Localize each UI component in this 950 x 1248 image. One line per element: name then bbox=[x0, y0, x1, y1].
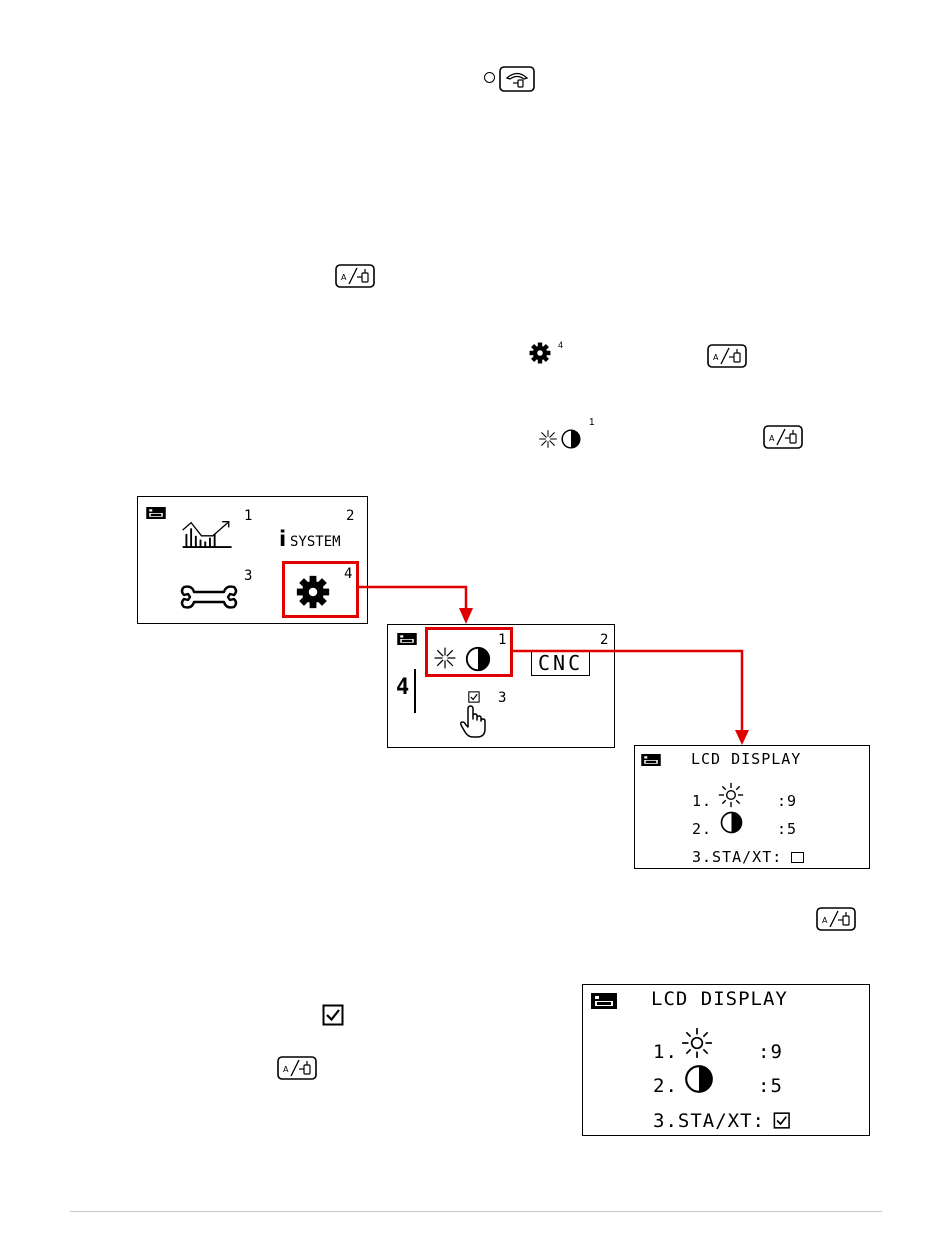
brightness-icon bbox=[681, 1027, 713, 1059]
lcd-display-screen-large: LCD DISPLAY 1. :9 2. :5 3.STA/XT: bbox=[582, 984, 870, 1136]
checkbox-icon bbox=[322, 1004, 346, 1026]
row2-value: :5 bbox=[758, 1075, 783, 1097]
footer-rule bbox=[70, 1211, 882, 1212]
row1-prefix: 1. bbox=[653, 1041, 678, 1063]
screen-indicator-icon bbox=[591, 993, 617, 1009]
row2-prefix: 2. bbox=[653, 1075, 678, 1097]
lcd-title: LCD DISPLAY bbox=[651, 988, 788, 1010]
enter-key-icon bbox=[815, 907, 857, 931]
checkbox-icon bbox=[773, 1112, 792, 1129]
contrast-icon bbox=[683, 1063, 715, 1095]
enter-key-icon bbox=[276, 1056, 318, 1080]
row3-label: 3.STA/XT: bbox=[653, 1110, 765, 1132]
row1-value: :9 bbox=[758, 1041, 783, 1063]
